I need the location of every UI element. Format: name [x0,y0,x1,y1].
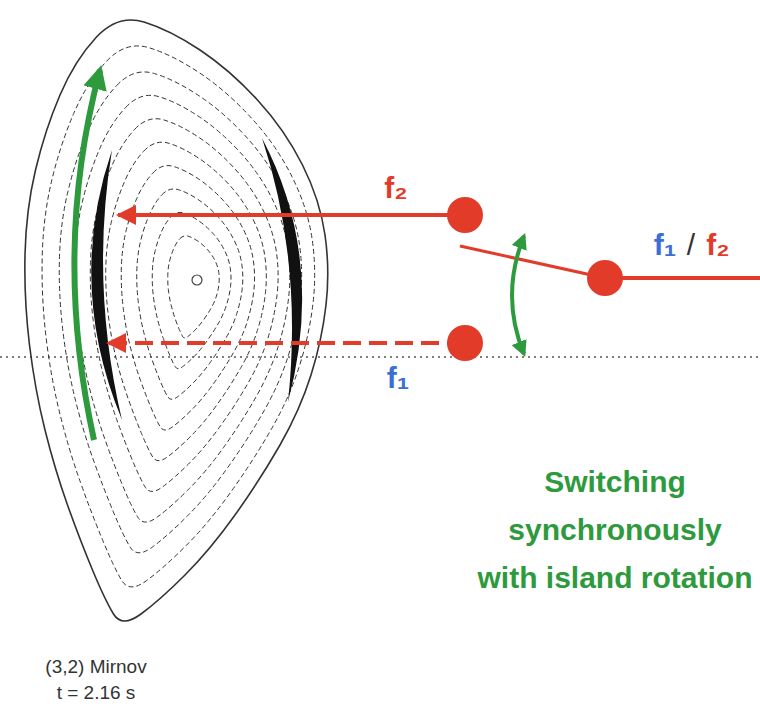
plasma-boundary [25,20,328,621]
flux-surface [106,142,267,461]
frequency-label: f₁ [387,361,409,396]
flux-surface [152,212,231,368]
beam-f1 [108,341,465,345]
caption-note: (3,2) Mirnov [45,656,146,678]
magnetic-island [91,150,122,420]
separator: / [687,228,695,263]
beam-f2 [118,213,465,217]
frequency-label: f₂ [384,171,407,206]
frequency-label: f₂ [706,228,729,263]
switch-contact [447,197,483,233]
rotation-arrow [74,70,100,440]
switch-blade [460,246,605,278]
flux-surface [59,72,301,553]
frequency-label: f₁ [654,228,676,263]
magnetic-axis [192,275,202,285]
annotation: Switching synchronously with island rota… [476,458,755,602]
flux-surface [75,95,290,522]
flux-surface [90,119,278,492]
flux-surface [42,46,315,587]
plasma-cross-section [25,20,328,621]
feed-line [605,276,760,280]
switching-arrow [512,236,524,354]
midplane-line [0,356,760,358]
magnetic-island [262,138,302,402]
caption-note: t = 2.16 s [57,682,136,704]
switch-contact [447,325,483,361]
flux-surface [137,189,243,399]
switch-pivot [587,260,623,296]
flux-surface [121,166,254,430]
flux-surface [168,236,219,338]
